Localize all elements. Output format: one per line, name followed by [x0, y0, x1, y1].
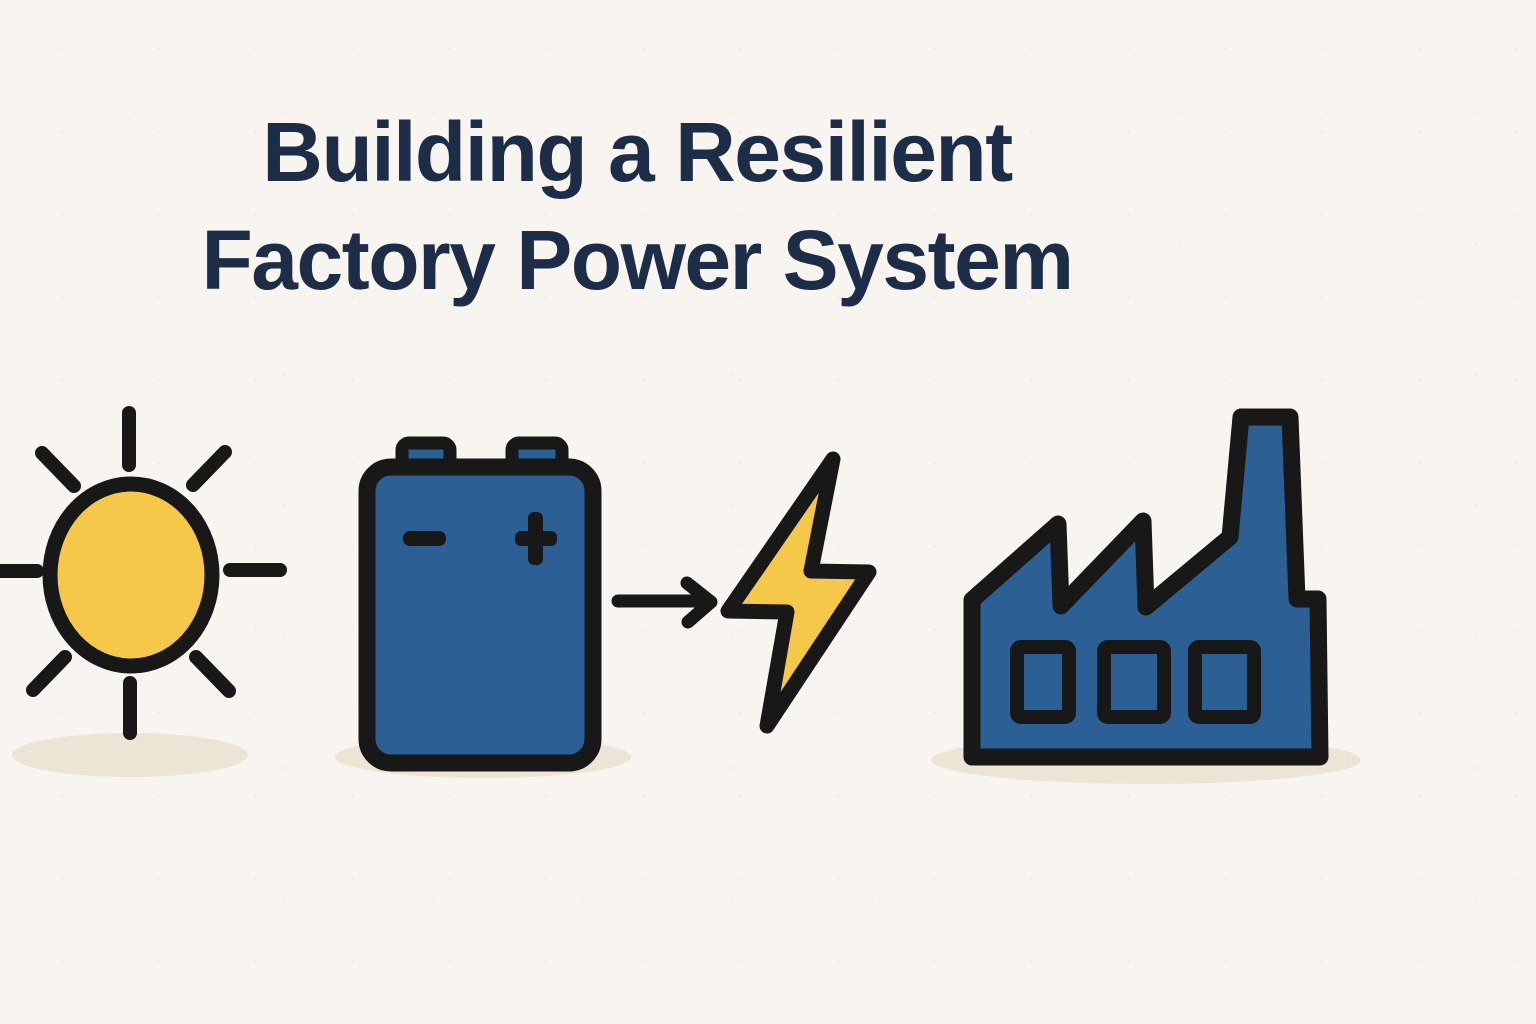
factory-window-3 — [1188, 640, 1261, 724]
factory-window-2 — [1097, 640, 1171, 724]
title-line-1: Building a Resilient — [262, 105, 1013, 199]
plus-terminal-mark — [515, 512, 557, 565]
sun-ground-shadow — [12, 733, 248, 777]
factory-window-1 — [1010, 640, 1076, 724]
page-title: Building a Resilient Factory Power Syste… — [0, 98, 1274, 314]
lightning-bolt-icon — [720, 451, 877, 734]
sun-disc — [42, 476, 220, 674]
factory-windows — [1010, 640, 1261, 724]
battery-icon — [335, 436, 631, 778]
title-line-2: Factory Power System — [201, 213, 1074, 307]
arrow-right-icon — [611, 576, 718, 629]
factory-icon — [931, 408, 1361, 784]
minus-terminal-mark — [403, 531, 446, 546]
sun-icon — [0, 406, 287, 777]
bolt-shape — [720, 451, 877, 734]
sun-rays — [0, 406, 287, 740]
battery-body — [358, 458, 602, 772]
